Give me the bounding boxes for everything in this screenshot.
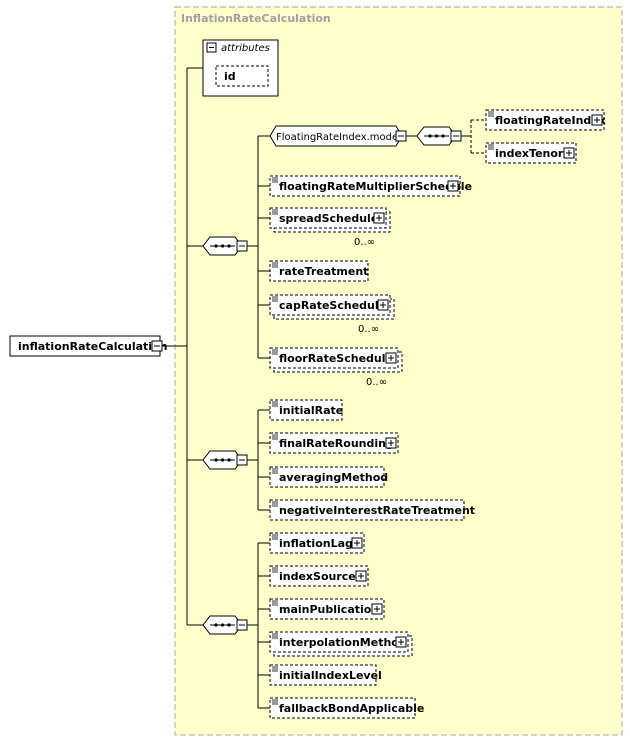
element-label: interpolationMethod xyxy=(279,636,407,649)
type-box-title: InflationRateCalculation xyxy=(181,12,331,25)
element-label: capRateSchedule xyxy=(279,299,386,312)
element-fallback-bond-applicable[interactable]: fallbackBondApplicable xyxy=(269,697,424,719)
element-floating-rate-index[interactable]: floatingRateIndex xyxy=(485,109,606,131)
content-marker-icon xyxy=(272,468,278,474)
element-spread-schedule[interactable]: spreadSchedule 0..∞ xyxy=(269,207,391,248)
element-rate-treatment[interactable]: rateTreatment xyxy=(269,260,369,282)
element-interpolation-method[interactable]: interpolationMethod xyxy=(269,631,413,657)
attributes-collapse-icon[interactable] xyxy=(206,42,217,53)
content-marker-icon xyxy=(272,567,278,573)
content-marker-icon xyxy=(488,111,494,117)
root-element[interactable]: inflationRateCalculation xyxy=(9,335,167,357)
content-marker-icon xyxy=(272,296,278,302)
floating-rate-index-model-group[interactable]: FloatingRateIndex.model xyxy=(269,125,407,147)
content-marker-icon xyxy=(272,349,278,355)
attribute-id[interactable]: id xyxy=(224,70,236,83)
occurrence-label: 0..∞ xyxy=(366,377,387,388)
model-sequence-compositor[interactable] xyxy=(416,126,462,146)
content-marker-icon xyxy=(272,401,278,407)
expand-icon[interactable] xyxy=(385,437,397,449)
attributes-title: attributes xyxy=(221,43,270,54)
sequence-compositor-2[interactable] xyxy=(202,450,248,470)
content-marker-icon xyxy=(272,501,278,507)
element-label: rateTreatment xyxy=(279,265,368,278)
element-floor-rate-schedule[interactable]: floorRateSchedule 0..∞ xyxy=(269,347,403,388)
content-marker-icon xyxy=(488,144,494,150)
element-averaging-method[interactable]: averagingMethod xyxy=(269,466,388,488)
occurrence-label: 0..∞ xyxy=(358,324,379,335)
content-marker-icon xyxy=(272,434,278,440)
content-marker-icon xyxy=(272,534,278,540)
sequence-compositor-1[interactable] xyxy=(202,236,248,256)
content-marker-icon xyxy=(272,209,278,215)
content-marker-icon xyxy=(272,177,278,183)
element-inflation-lag[interactable]: inflationLag xyxy=(269,532,365,554)
seq1-children: floatingRateMultiplierSchedule spreadSche… xyxy=(269,175,472,388)
element-label: floatingRateMultiplierSchedule xyxy=(279,180,472,193)
content-marker-icon xyxy=(272,699,278,705)
expand-icon[interactable] xyxy=(385,352,397,364)
expand-icon[interactable] xyxy=(377,299,389,311)
content-marker-icon xyxy=(272,262,278,268)
occurrence-label: 0..∞ xyxy=(354,237,375,248)
seq3-children: inflationLag indexSource mainPublication in… xyxy=(269,532,424,719)
element-initial-index-level[interactable]: initialIndexLevel xyxy=(269,664,382,686)
element-label: averagingMethod xyxy=(279,471,388,484)
element-label: initialRate xyxy=(279,404,343,417)
expand-icon[interactable] xyxy=(371,603,383,615)
root-collapse-icon[interactable] xyxy=(151,340,163,352)
element-label: spreadSchedule xyxy=(279,212,378,225)
expand-icon[interactable] xyxy=(447,180,459,192)
expand-icon[interactable] xyxy=(395,636,407,648)
element-cap-rate-schedule[interactable]: capRateSchedule 0..∞ xyxy=(269,294,395,335)
element-label: mainPublication xyxy=(279,603,379,616)
attributes-group: attributes id xyxy=(202,39,279,97)
element-label: floorRateSchedule xyxy=(279,352,393,365)
element-label: indexSource xyxy=(279,570,356,583)
element-label: negativeInterestRateTreatment xyxy=(279,504,475,517)
element-index-tenor[interactable]: indexTenor xyxy=(485,142,577,164)
expand-icon[interactable] xyxy=(373,212,385,224)
model-group-label: FloatingRateIndex.model xyxy=(276,132,401,143)
element-index-source[interactable]: indexSource xyxy=(269,565,369,587)
expand-icon[interactable] xyxy=(351,537,363,549)
element-label: finalRateRounding xyxy=(279,437,394,450)
element-label: inflationLag xyxy=(279,537,353,550)
root-label: inflationRateCalculation xyxy=(18,340,167,353)
content-marker-icon xyxy=(272,633,278,639)
expand-icon[interactable] xyxy=(355,570,367,582)
model-children: floatingRateIndex indexTenor xyxy=(485,109,606,164)
element-negative-interest-rate-treatment[interactable]: negativeInterestRateTreatment xyxy=(269,499,475,521)
expand-icon[interactable] xyxy=(563,147,575,159)
element-main-publication[interactable]: mainPublication xyxy=(269,598,385,620)
expand-icon[interactable] xyxy=(591,114,603,126)
element-final-rate-rounding[interactable]: finalRateRounding xyxy=(269,432,399,454)
content-marker-icon xyxy=(272,600,278,606)
element-label: initialIndexLevel xyxy=(279,669,382,682)
element-label: fallbackBondApplicable xyxy=(279,702,424,715)
content-marker-icon xyxy=(272,666,278,672)
element-label: floatingRateIndex xyxy=(495,114,606,127)
element-initial-rate[interactable]: initialRate xyxy=(269,399,343,421)
element-floating-rate-multiplier-schedule[interactable]: floatingRateMultiplierSchedule xyxy=(269,175,472,197)
element-label: indexTenor xyxy=(495,147,564,160)
